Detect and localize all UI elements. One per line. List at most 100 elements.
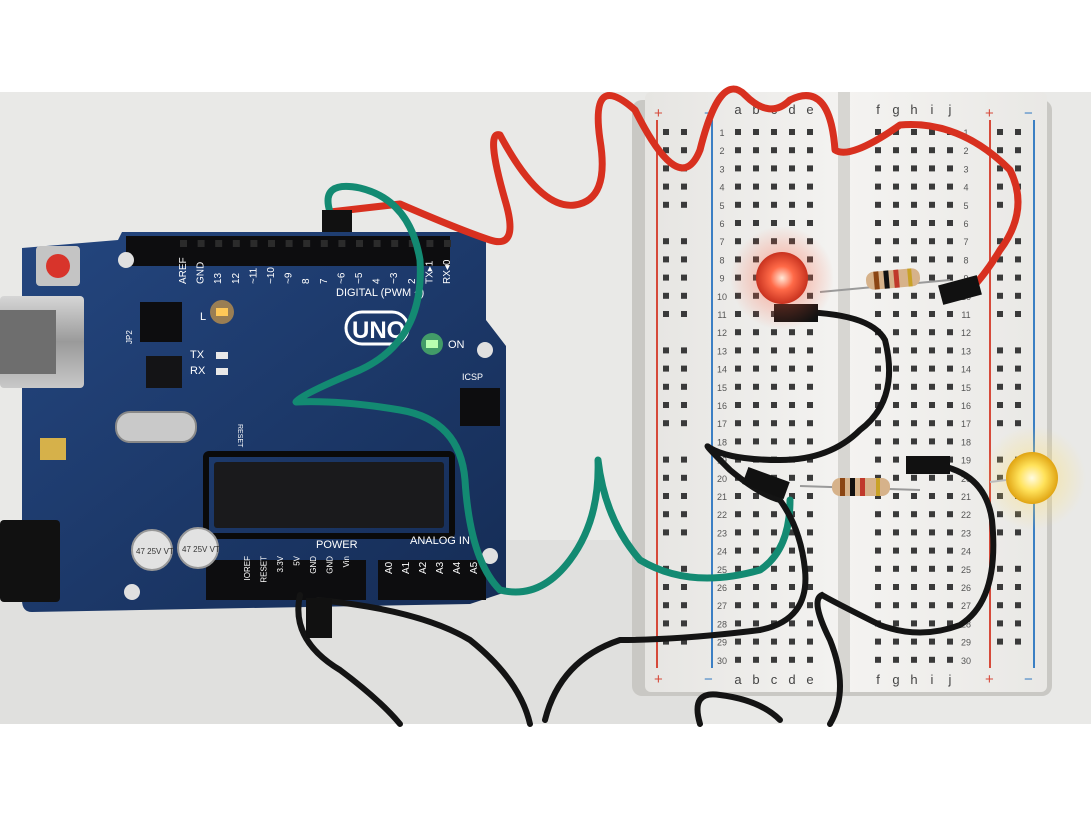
breadboard-hole xyxy=(911,292,917,299)
rail-plus-top-right: + xyxy=(985,105,994,122)
breadboard-hole xyxy=(929,529,935,536)
rail-hole xyxy=(681,238,687,245)
row-number-right: 18 xyxy=(961,437,971,447)
capacitor-2-label: 47 25V VT xyxy=(182,545,220,554)
breadboard-hole xyxy=(929,329,935,336)
power-pin-label: GND xyxy=(309,556,318,574)
rail-hole xyxy=(681,129,687,135)
breadboard-hole xyxy=(947,420,953,427)
breadboard-hole xyxy=(911,656,917,663)
digital-pin-label: ~6 xyxy=(336,272,347,284)
row-number-right: 15 xyxy=(961,383,971,393)
row-number-left: 18 xyxy=(717,437,727,447)
wire-black-5 xyxy=(315,597,533,727)
breadboard-hole xyxy=(893,584,899,590)
breadboard-hole xyxy=(947,201,953,208)
row-number-left: 17 xyxy=(717,419,727,429)
breadboard-hole xyxy=(771,220,777,226)
breadboard-hole xyxy=(771,183,777,190)
mounting-hole-2 xyxy=(477,342,493,358)
breadboard-hole xyxy=(753,402,759,408)
breadboard-hole xyxy=(893,547,899,554)
row-number-right: 4 xyxy=(963,183,968,193)
breadboard-hole xyxy=(735,238,741,245)
breadboard-hole xyxy=(911,329,917,336)
digital-pin-label: ~5 xyxy=(354,272,365,284)
breadboard-hole xyxy=(911,511,917,518)
breadboard-hole xyxy=(771,565,777,572)
row-number-left: 8 xyxy=(719,255,724,265)
rail-hole xyxy=(997,602,1003,609)
breadboard-hole xyxy=(929,584,935,590)
regulator xyxy=(40,438,66,460)
row-number-left: 4 xyxy=(719,183,724,193)
breadboard-hole xyxy=(789,201,795,208)
breadboard-hole xyxy=(947,365,953,372)
breadboard-hole xyxy=(735,656,741,663)
breadboard-hole xyxy=(911,147,917,154)
breadboard-hole xyxy=(789,365,795,372)
breadboard-hole xyxy=(893,511,899,518)
column-letter-top: e xyxy=(806,102,813,117)
rail-hole xyxy=(1015,238,1021,245)
analog-pin-label: A4 xyxy=(452,561,463,574)
power-pin-label: IOREF xyxy=(243,556,252,581)
breadboard-hole xyxy=(947,183,953,190)
rail-hole xyxy=(663,456,669,463)
breadboard-hole xyxy=(893,201,899,208)
breadboard-hole xyxy=(929,147,935,154)
breadboard-hole xyxy=(735,383,741,390)
breadboard-hole xyxy=(893,438,899,445)
rail-hole xyxy=(663,201,669,208)
rail-hole xyxy=(681,383,687,390)
power-label: POWER xyxy=(316,539,358,551)
column-letter-top: b xyxy=(752,102,759,117)
rail-hole xyxy=(1015,620,1021,627)
rail-hole xyxy=(681,274,687,281)
rail-hole xyxy=(997,420,1003,427)
jumper-housing-black-mid xyxy=(742,467,790,499)
jumper-housing-gnd xyxy=(306,598,332,638)
breadboard-hole xyxy=(735,165,741,172)
rail-hole xyxy=(1015,256,1021,263)
rail-hole xyxy=(663,147,669,154)
header-socket xyxy=(391,240,399,247)
jp2-label: JP2 xyxy=(125,330,134,344)
rail-hole xyxy=(681,584,687,590)
icsp-label: ICSP xyxy=(462,372,483,382)
row-number-right: 30 xyxy=(961,656,971,666)
power-pin-label: Vin xyxy=(342,556,351,567)
breadboard-hole xyxy=(893,565,899,572)
row-number-right: 8 xyxy=(963,255,968,265)
breadboard-hole xyxy=(789,420,795,427)
breadboard-hole xyxy=(735,329,741,336)
barrel-jack xyxy=(0,520,60,602)
row-number-right: 23 xyxy=(961,528,971,538)
breadboard-hole xyxy=(911,584,917,590)
rail-hole xyxy=(681,602,687,609)
breadboard-hole xyxy=(771,365,777,372)
digital-pin-label: 2 xyxy=(407,278,418,284)
breadboard-holes xyxy=(663,129,1021,663)
rail-hole xyxy=(663,311,669,317)
row-number-right: 7 xyxy=(963,237,968,247)
breadboard-hole xyxy=(893,347,899,354)
breadboard-hole xyxy=(875,420,881,427)
wire-black-6 xyxy=(694,691,783,727)
row-number-right: 1 xyxy=(963,128,968,138)
column-letter-top: g xyxy=(892,102,899,117)
digital-header-label: DIGITAL (PWM ~) xyxy=(336,287,424,299)
row-number-left: 3 xyxy=(719,164,724,174)
usb-opening xyxy=(0,310,56,374)
breadboard-hole xyxy=(875,402,881,408)
rail-hole xyxy=(681,147,687,154)
arduino-board: 47 25V VT 47 25V VT UNO DIGITAL (PWM ~) … xyxy=(0,232,506,612)
row-number-right: 19 xyxy=(961,456,971,466)
reset-label: RESET xyxy=(236,424,243,448)
row-number-right: 2 xyxy=(963,146,968,156)
rail-hole xyxy=(663,165,669,172)
analog-pin-label: A2 xyxy=(418,561,429,574)
breadboard-hole xyxy=(947,493,953,499)
row-number-left: 22 xyxy=(717,510,727,520)
header-socket xyxy=(444,240,451,247)
